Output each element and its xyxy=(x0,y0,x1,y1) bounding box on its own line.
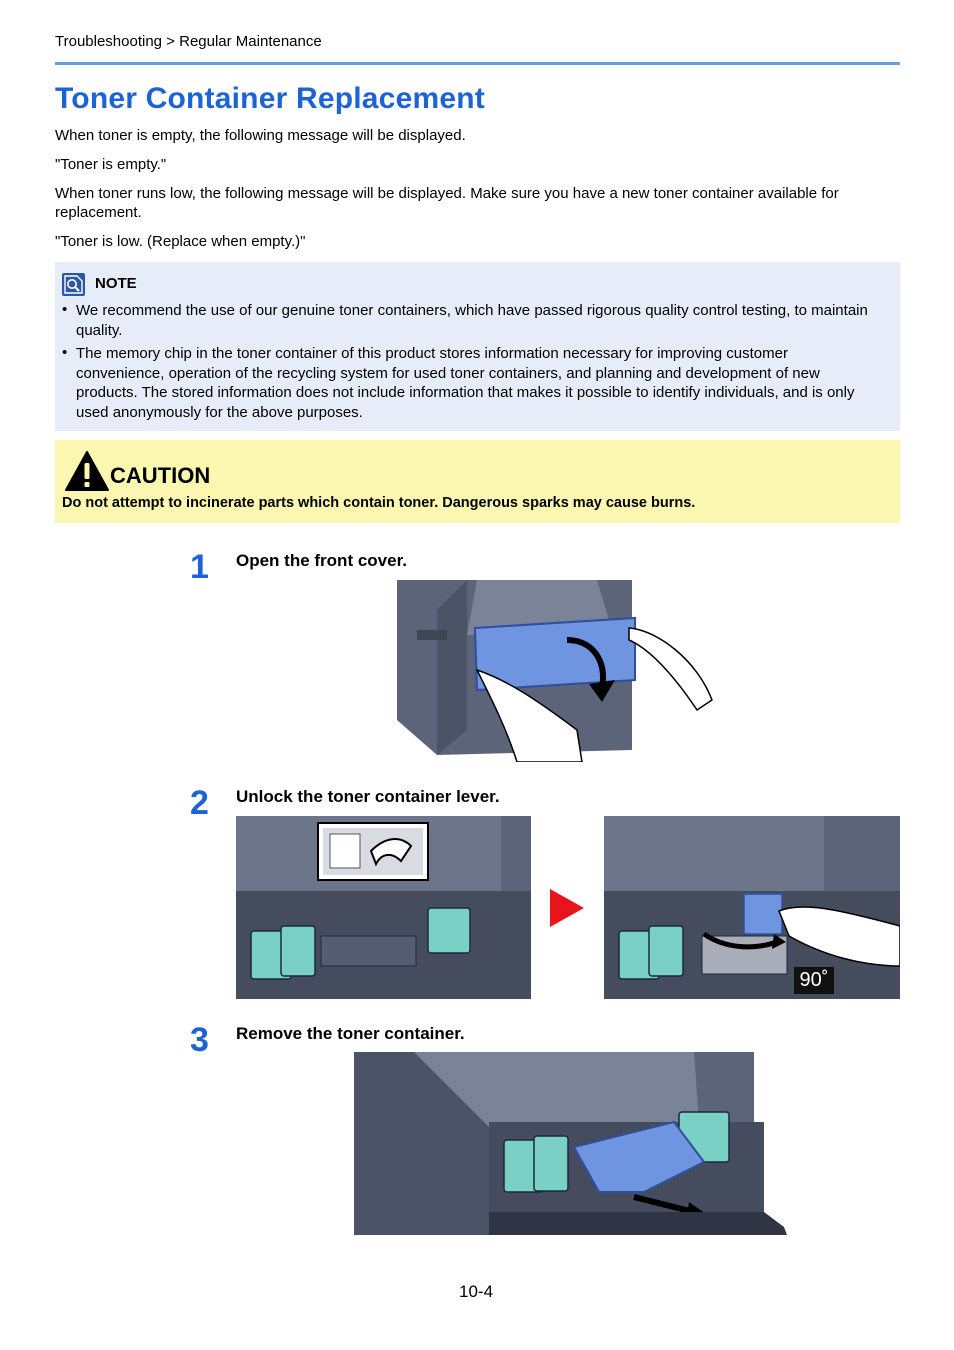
step-text-3: Remove the toner container. xyxy=(236,1024,465,1043)
illustration-lever-unlocked xyxy=(604,816,900,999)
breadcrumb: Troubleshooting > Regular Maintenance xyxy=(55,33,322,50)
illustration-open-front-cover xyxy=(397,580,742,762)
step-number-3: 3 xyxy=(190,1021,209,1059)
note-label: NOTE xyxy=(95,275,137,292)
paragraph-toner-low-message: "Toner is low. (Replace when empty.)" xyxy=(55,233,306,250)
warning-triangle-icon xyxy=(64,450,110,497)
next-arrow-icon xyxy=(550,889,584,932)
note-item-genuine-toner: We recommend the use of our genuine tone… xyxy=(76,302,868,339)
illustration-remove-toner-container xyxy=(354,1052,787,1235)
bullet-icon: • xyxy=(62,301,68,318)
note-magnifier-icon xyxy=(62,273,85,296)
caution-text: Do not attempt to incinerate parts which… xyxy=(62,495,696,511)
step-number-2: 2 xyxy=(190,784,209,822)
angle-label-90: 90˚ xyxy=(794,967,834,994)
step-text-1: Open the front cover. xyxy=(236,551,407,570)
paragraph-toner-empty-intro: When toner is empty, the following messa… xyxy=(55,127,466,144)
paragraph-toner-low-intro: When toner runs low, the following messa… xyxy=(55,185,839,221)
page-number: 10-4 xyxy=(459,1282,494,1301)
step-text-2: Unlock the toner container lever. xyxy=(236,787,500,806)
caution-label: CAUTION xyxy=(110,463,211,488)
page-title: Toner Container Replacement xyxy=(55,82,485,115)
note-item-memory-chip: The memory chip in the toner container o… xyxy=(76,345,855,421)
illustration-lever-locked xyxy=(236,816,531,999)
step-number-1: 1 xyxy=(190,548,209,586)
note-box xyxy=(55,262,900,431)
caution-box xyxy=(55,440,900,523)
header-rule xyxy=(55,62,900,65)
paragraph-toner-empty-message: "Toner is empty." xyxy=(55,156,167,173)
bullet-icon: • xyxy=(62,344,68,361)
